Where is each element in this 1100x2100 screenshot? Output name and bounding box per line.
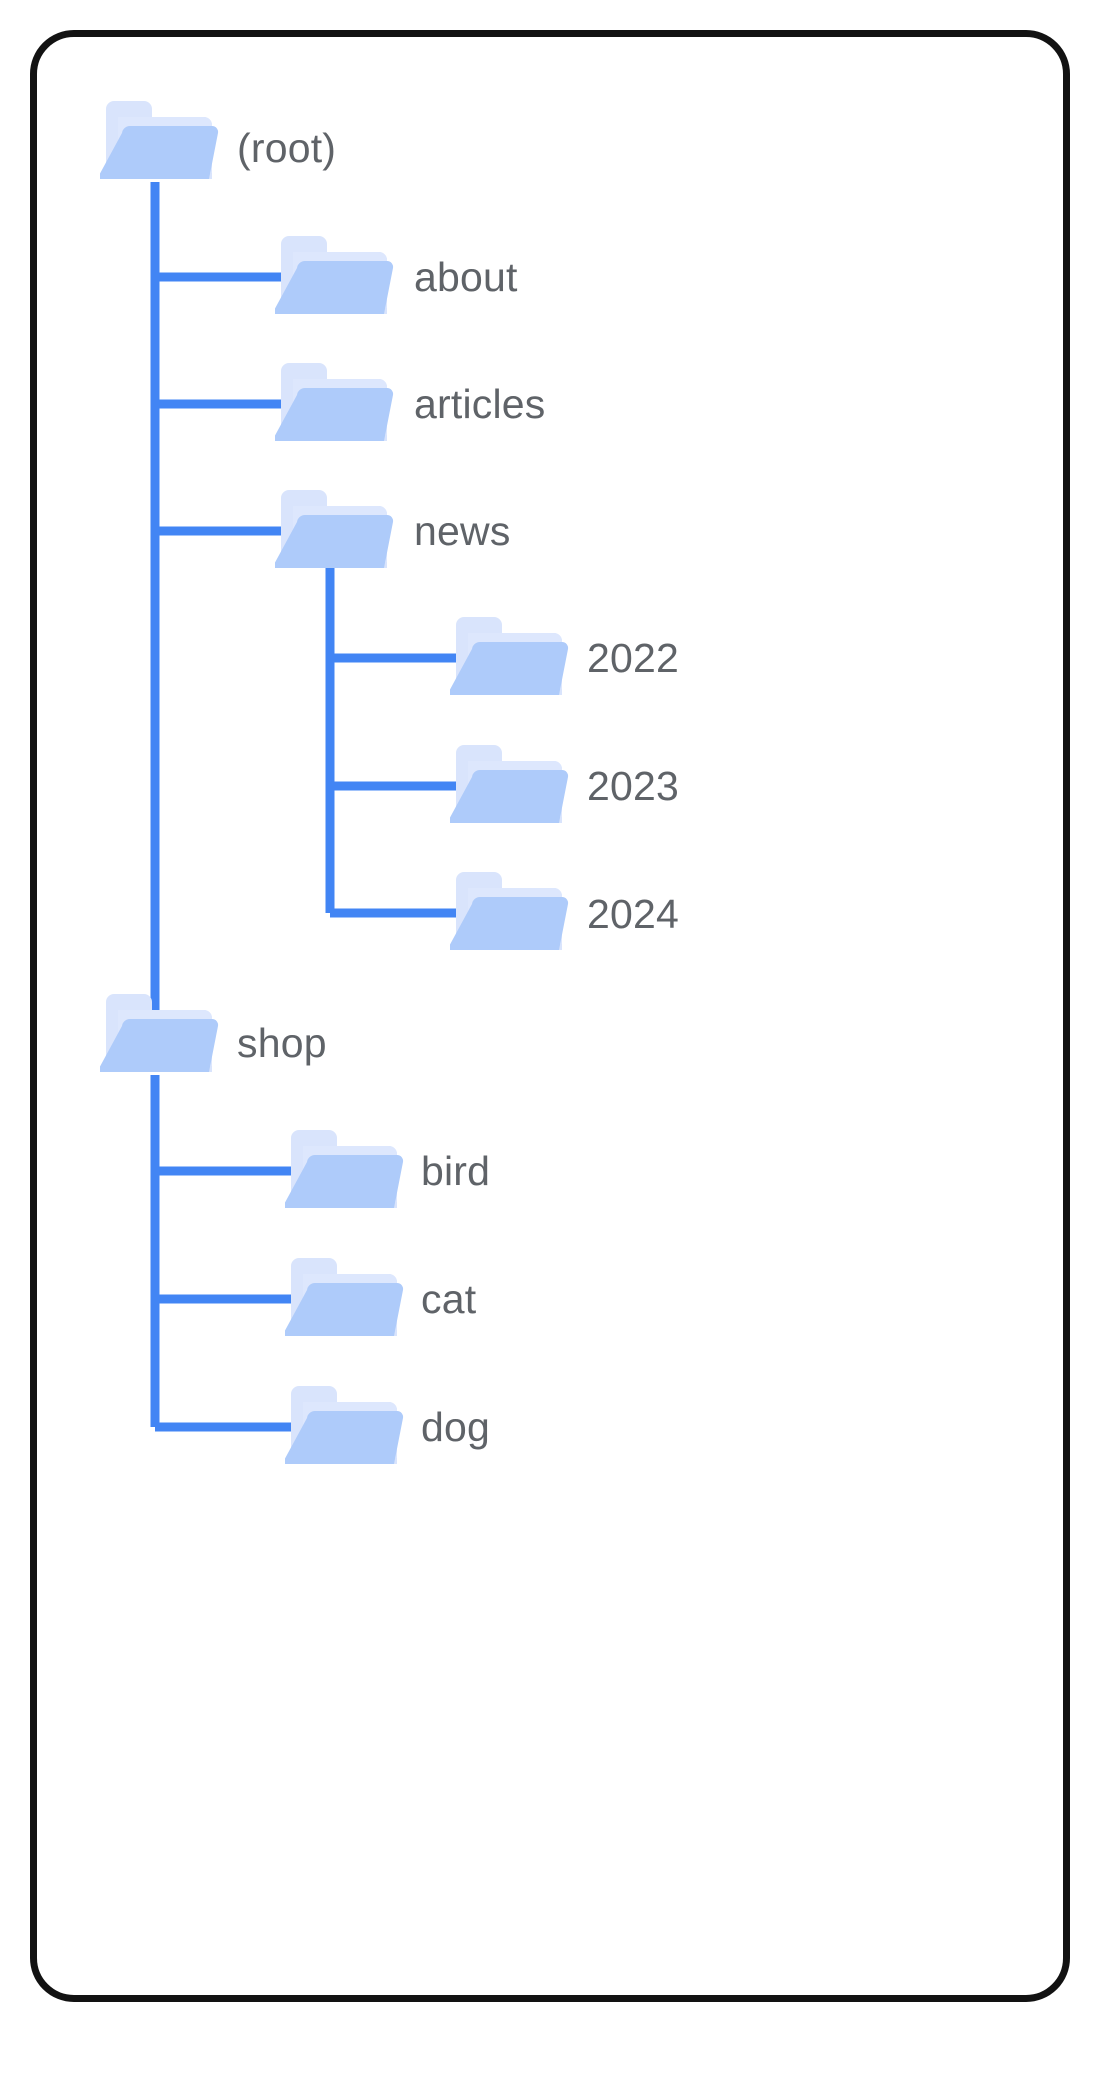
diagram-card: [30, 30, 1070, 2002]
node-label-articles[interactable]: articles: [414, 381, 546, 427]
node-label-bird[interactable]: bird: [421, 1148, 491, 1194]
node-label-news[interactable]: news: [414, 508, 511, 554]
node-label-2022[interactable]: 2022: [587, 635, 680, 681]
node-label-root[interactable]: (root): [237, 125, 337, 171]
node-label-cat[interactable]: cat: [421, 1276, 477, 1322]
node-label-2024[interactable]: 2024: [587, 891, 680, 937]
node-label-2023[interactable]: 2023: [587, 763, 680, 809]
node-label-shop[interactable]: shop: [237, 1020, 327, 1066]
node-label-about[interactable]: about: [414, 254, 518, 300]
node-label-dog[interactable]: dog: [421, 1404, 491, 1450]
